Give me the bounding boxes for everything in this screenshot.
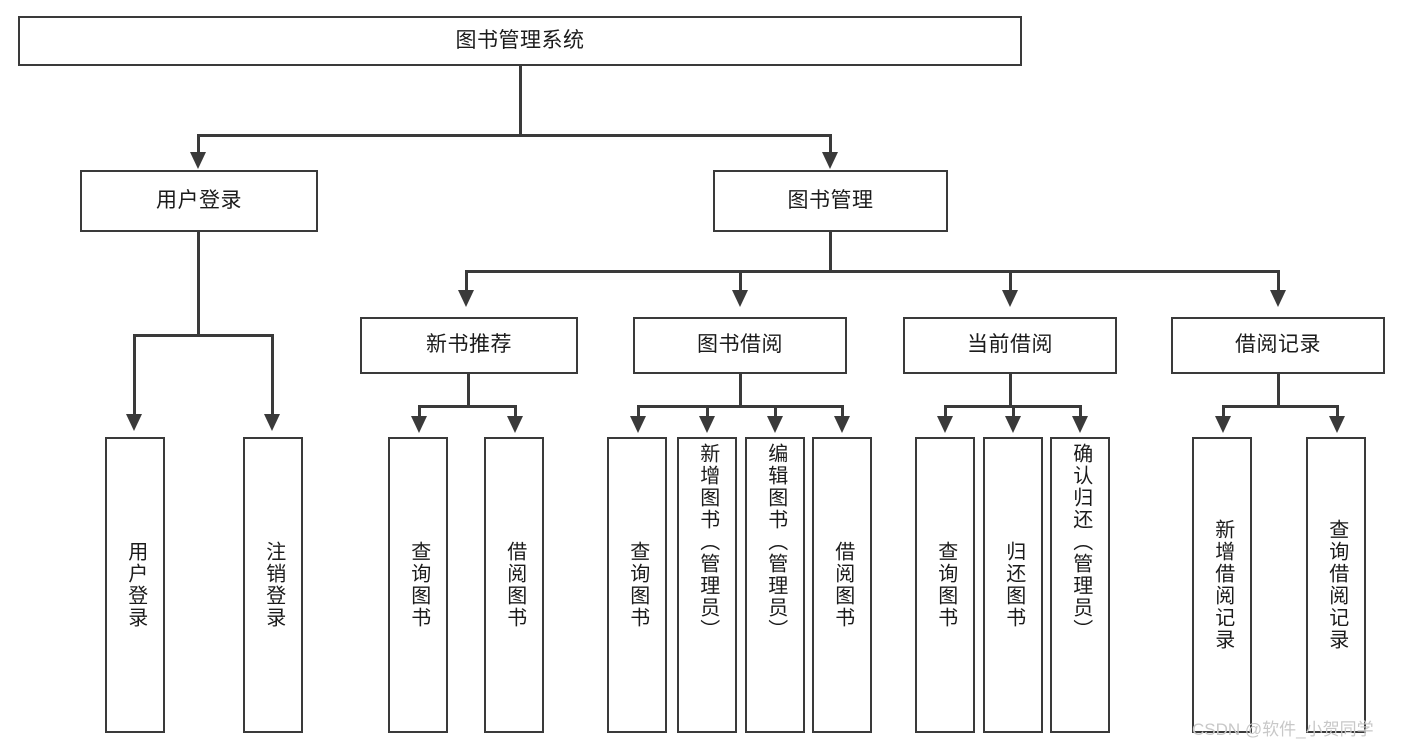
node-label: 确认归还（管理员） (1069, 443, 1092, 641)
node-new-book-recommend[interactable]: 新书推荐 (360, 317, 578, 374)
node-label: 查询图书 (407, 541, 430, 629)
connector-bookborrow-l2 (706, 405, 709, 418)
arrow-root-to-book-mgmt (822, 152, 838, 169)
node-label: 新增图书（管理员） (696, 443, 719, 641)
arrow-user-login-leaf2 (264, 414, 280, 431)
connector-root-to-user-login (197, 134, 200, 156)
leaf-records-query-record[interactable]: 查询借阅记录 (1306, 437, 1366, 733)
node-label: 查询图书 (626, 541, 649, 629)
connector-bookborrow-l3 (774, 405, 777, 418)
arrow-records-l1 (1215, 416, 1231, 433)
arrow-book-mgmt-c3 (1002, 290, 1018, 307)
node-label: 图书借阅 (697, 333, 783, 357)
connector-currentborrow-l3 (1079, 405, 1082, 418)
arrow-book-mgmt-c4 (1270, 290, 1286, 307)
leaf-user-login-signin[interactable]: 用户登录 (105, 437, 165, 733)
connector-records-bus (1222, 405, 1338, 408)
connector-root-to-book-mgmt (829, 134, 832, 156)
node-label: 当前借阅 (967, 333, 1053, 357)
arrow-user-login-leaf1 (126, 414, 142, 431)
node-label: 用户登录 (124, 541, 147, 629)
node-label: 新书推荐 (426, 333, 512, 357)
connector-bookborrow-l1 (637, 405, 640, 418)
arrow-book-mgmt-c2 (732, 290, 748, 307)
node-label: 用户登录 (156, 188, 242, 212)
leaf-user-login-signout[interactable]: 注销登录 (243, 437, 303, 733)
arrow-bookborrow-l4 (834, 416, 850, 433)
leaf-newbook-borrow-books[interactable]: 借阅图书 (484, 437, 544, 733)
node-label: 查询图书 (934, 541, 957, 629)
node-label: 借阅图书 (503, 541, 526, 629)
leaf-currentborrow-confirm-return-admin[interactable]: 确认归还（管理员） (1050, 437, 1110, 733)
arrow-newbook-l1 (411, 416, 427, 433)
connector-user-login-leaf2 (271, 334, 274, 416)
arrow-root-to-user-login (190, 152, 206, 169)
node-label: 编辑图书（管理员） (764, 443, 787, 641)
leaf-bookborrow-query-books[interactable]: 查询图书 (607, 437, 667, 733)
connector-user-login-bus (133, 334, 272, 337)
connector-root-bus (197, 134, 832, 137)
arrow-bookborrow-l1 (630, 416, 646, 433)
connector-bookborrow-stem (739, 374, 742, 407)
node-borrow-records[interactable]: 借阅记录 (1171, 317, 1385, 374)
node-current-borrow[interactable]: 当前借阅 (903, 317, 1117, 374)
node-label: 查询借阅记录 (1325, 519, 1348, 651)
node-label: 归还图书 (1002, 541, 1025, 629)
connector-newbook-bus (418, 405, 517, 408)
connector-user-login-leaf1 (133, 334, 136, 416)
connector-book-mgmt-c2 (739, 270, 742, 292)
connector-book-mgmt-c1 (465, 270, 468, 292)
arrow-book-mgmt-c1 (458, 290, 474, 307)
node-label: 注销登录 (262, 541, 285, 629)
leaf-bookborrow-edit-book-admin[interactable]: 编辑图书（管理员） (745, 437, 805, 733)
node-label: 图书管理系统 (455, 28, 585, 52)
connector-book-mgmt-bus (465, 270, 1280, 273)
node-label: 借阅记录 (1235, 333, 1321, 357)
leaf-bookborrow-add-book-admin[interactable]: 新增图书（管理员） (677, 437, 737, 733)
node-user-login[interactable]: 用户登录 (80, 170, 318, 232)
leaf-currentborrow-return-books[interactable]: 归还图书 (983, 437, 1043, 733)
connector-user-login-stem (197, 232, 200, 336)
connector-newbook-l2 (514, 405, 517, 418)
node-root[interactable]: 图书管理系统 (18, 16, 1022, 66)
arrow-bookborrow-l2 (699, 416, 715, 433)
node-label: 新增借阅记录 (1211, 519, 1234, 651)
arrow-currentborrow-l2 (1005, 416, 1021, 433)
node-book-management[interactable]: 图书管理 (713, 170, 948, 232)
connector-records-l2 (1336, 405, 1339, 418)
arrow-currentborrow-l3 (1072, 416, 1088, 433)
connector-currentborrow-l1 (944, 405, 947, 418)
connector-records-stem (1277, 374, 1280, 407)
connector-records-l1 (1222, 405, 1225, 418)
leaf-currentborrow-query-books[interactable]: 查询图书 (915, 437, 975, 733)
node-label: 图书管理 (787, 188, 874, 212)
connector-bookborrow-l4 (841, 405, 844, 418)
connector-root-stem (519, 66, 522, 136)
connector-book-mgmt-stem (829, 232, 832, 272)
connector-book-mgmt-c4 (1277, 270, 1280, 292)
connector-bookborrow-bus (637, 405, 842, 408)
connector-newbook-stem (467, 374, 470, 407)
arrow-records-l2 (1329, 416, 1345, 433)
arrow-newbook-l2 (507, 416, 523, 433)
leaf-newbook-query-books[interactable]: 查询图书 (388, 437, 448, 733)
connector-newbook-l1 (418, 405, 421, 418)
leaf-records-add-record[interactable]: 新增借阅记录 (1192, 437, 1252, 733)
arrow-currentborrow-l1 (937, 416, 953, 433)
connector-book-mgmt-c3 (1009, 270, 1012, 292)
arrow-bookborrow-l3 (767, 416, 783, 433)
node-label: 借阅图书 (831, 541, 854, 629)
node-book-borrow[interactable]: 图书借阅 (633, 317, 847, 374)
leaf-bookborrow-borrow-books[interactable]: 借阅图书 (812, 437, 872, 733)
connector-currentborrow-stem (1009, 374, 1012, 407)
connector-currentborrow-l2 (1012, 405, 1015, 418)
